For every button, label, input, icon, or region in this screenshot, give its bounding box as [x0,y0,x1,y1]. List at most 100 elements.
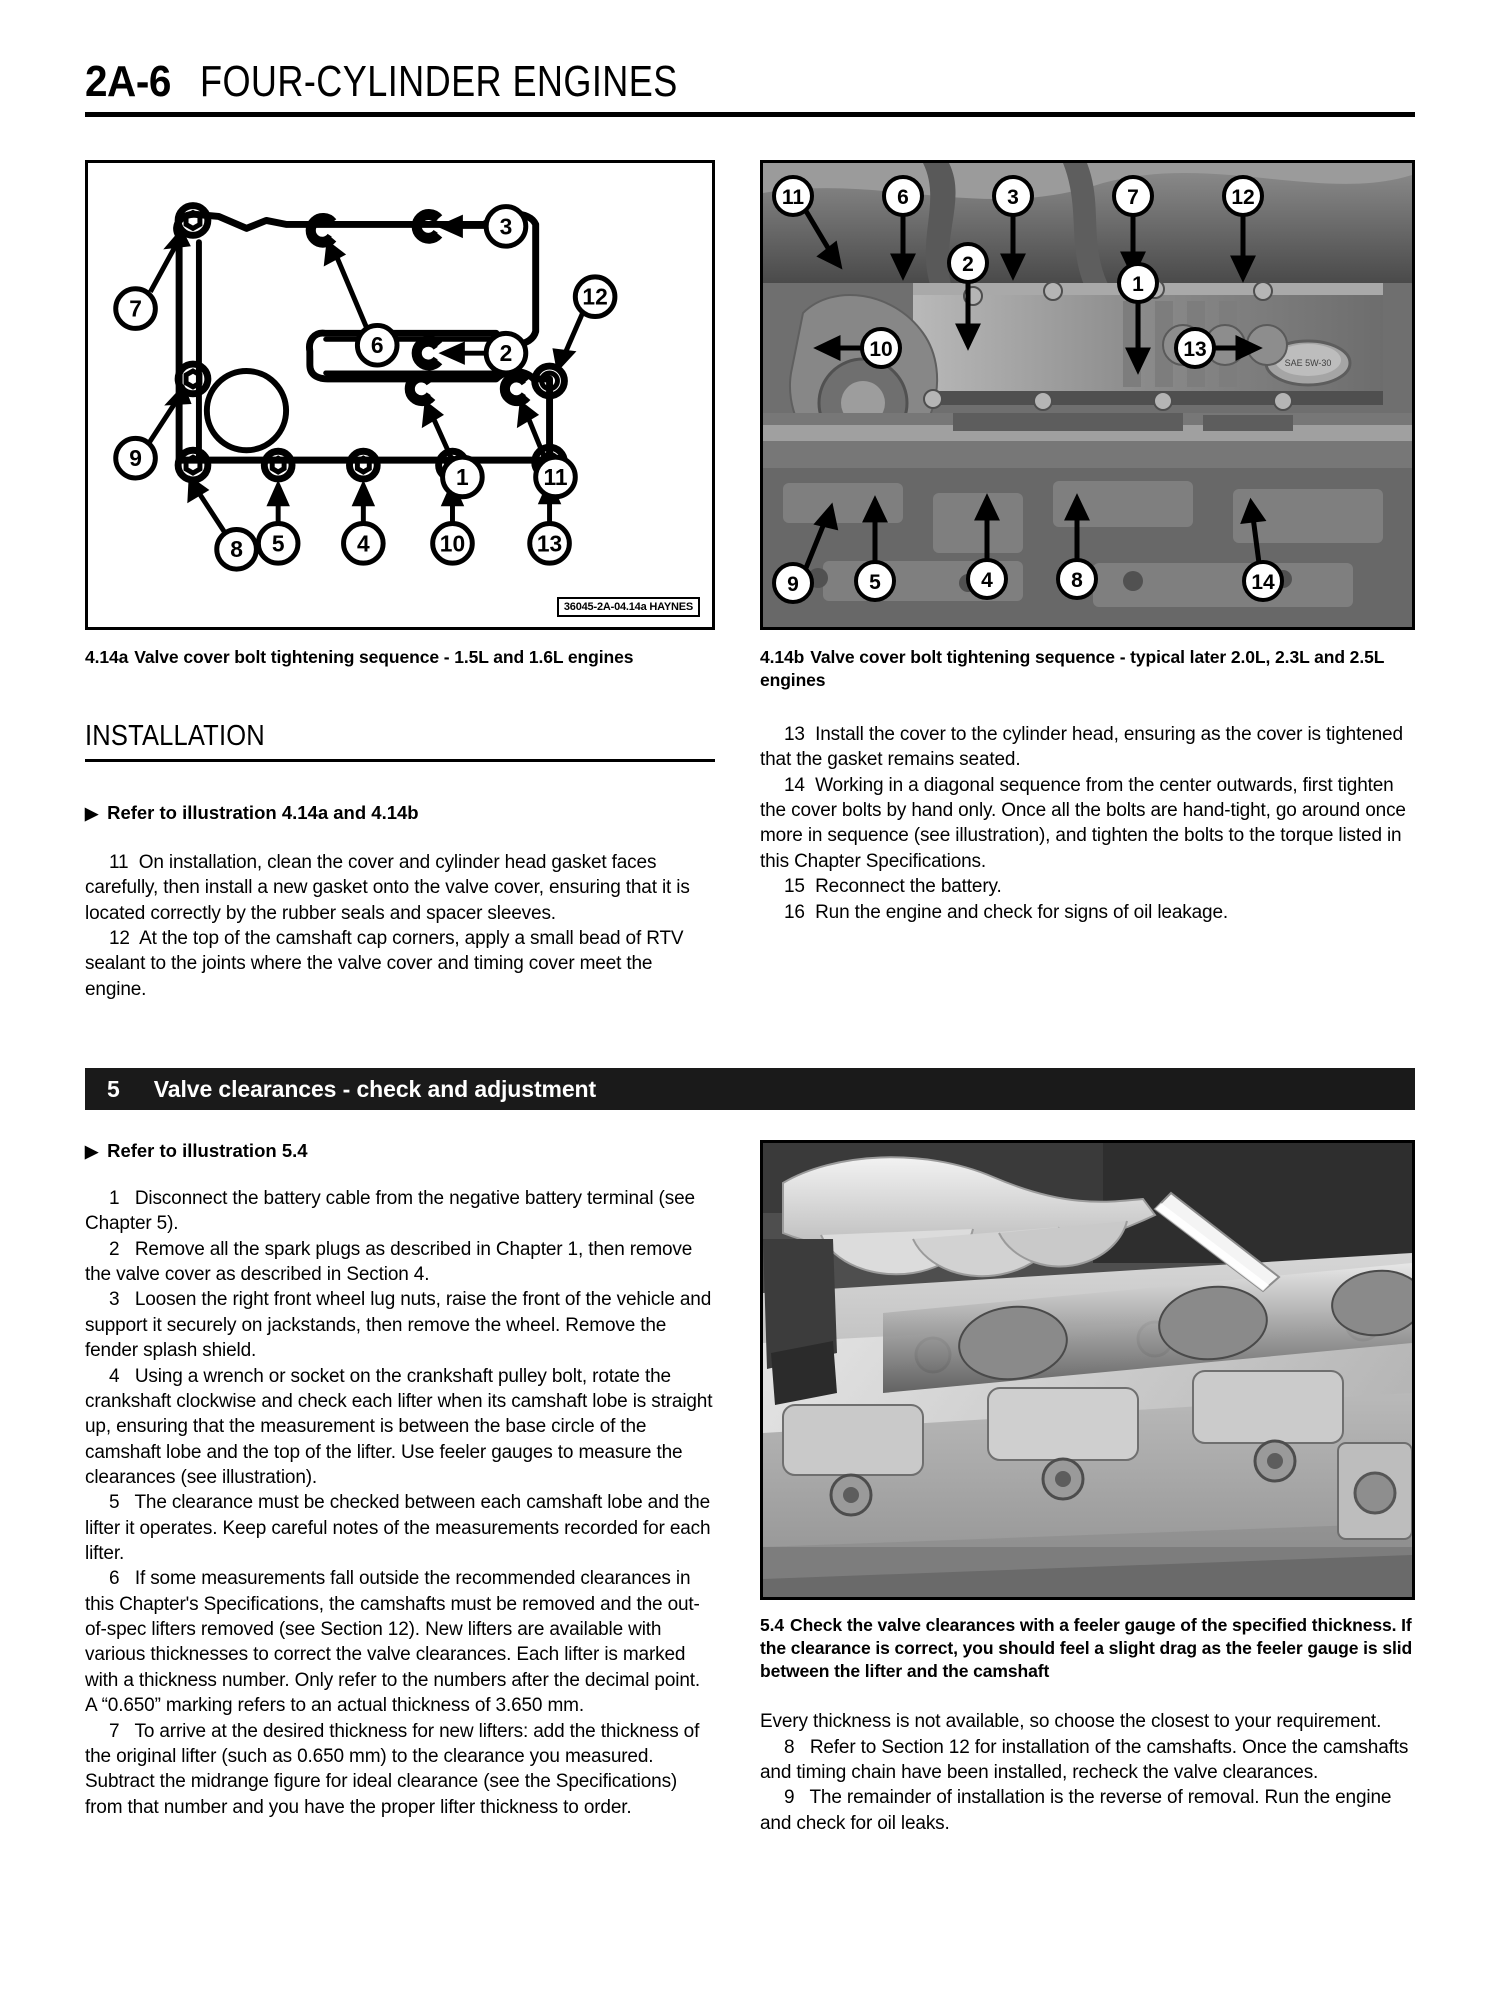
installation-block: INSTALLATION ▶ Refer to illustration 4.1… [85,720,715,1002]
refer-text: Refer to illustration 4.14a and 4.14b [107,802,419,823]
installation-continued-block: 13 Install the cover to the cylinder hea… [760,722,1415,925]
svg-text:3: 3 [500,213,513,239]
valve-cover-gasket-schematic: 7 6 3 2 9 1 11 12 [113,202,618,572]
step-8-number: 8 [784,1736,795,1758]
install-step-15-text: Reconnect the battery. [815,876,1002,898]
install-step-12-text: At the top of the camshaft cap corners, … [85,928,684,1000]
step-2-number: 2 [109,1238,120,1260]
installation-heading: INSTALLATION [85,720,265,752]
step-1: 1 Disconnect the battery cable from the … [85,1186,715,1237]
install-step-16-number: 16 [784,901,805,923]
install-step-12: 12 At the top of the camshaft cap corner… [85,926,715,1002]
install-step-15-number: 15 [784,876,805,898]
refer-marker-icon: ▶ [85,803,99,823]
install-step-16-text: Run the engine and check for signs of oi… [815,901,1228,923]
step-3-text: Loosen the right front wheel lug nuts, r… [85,1289,712,1362]
svg-text:7: 7 [1127,186,1139,209]
refer-to-illustration-4-14: ▶ Refer to illustration 4.14a and 4.14b [85,802,715,824]
svg-text:9: 9 [787,573,799,596]
section-5-left-column: ▶ Refer to illustration 5.4 1 Disconnect… [85,1140,715,1820]
svg-text:5: 5 [272,530,285,556]
installation-heading-rule [85,759,715,762]
svg-text:3: 3 [1007,186,1019,209]
step-4: 4 Using a wrench or socket on the cranks… [85,1364,715,1491]
svg-text:10: 10 [869,338,892,361]
section-5-title: Valve clearances - check and adjustment [153,1075,597,1102]
install-step-14-text: Working in a diagonal sequence from the … [760,774,1406,872]
install-step-13: 13 Install the cover to the cylinder hea… [760,722,1415,773]
figure-5-4-caption-text: Check the valve clearances with a feeler… [760,1615,1413,1682]
install-step-14-number: 14 [784,774,805,796]
svg-text:6: 6 [371,332,384,358]
svg-text:13: 13 [1183,338,1206,361]
step-5-number: 5 [109,1492,120,1514]
chapter-title: FOUR-CYLINDER ENGINES [200,57,679,106]
svg-text:13: 13 [537,530,562,556]
install-step-16: 16 Run the engine and check for signs of… [760,900,1415,925]
svg-text:4: 4 [981,569,993,592]
step-2: 2 Remove all the spark plugs as describe… [85,1237,715,1288]
page-number: 2A-6 [85,57,171,106]
install-step-15: 15 Reconnect the battery. [760,874,1415,899]
refer-text-2: Refer to illustration 5.4 [107,1140,308,1161]
figure-4-14b-number: 4.14b [760,647,805,667]
install-step-13-text: Install the cover to the cylinder head, … [760,724,1403,771]
svg-text:7: 7 [129,296,142,322]
figure-4-14b-image: SAE 5W-30 [760,160,1415,630]
svg-text:6: 6 [897,186,909,209]
figure-watermark: 36045-2A-04.14a HAYNES [556,597,700,617]
section-5-number: 5 [107,1075,120,1102]
section-5-header: 5 Valve clearances - check and adjustmen… [85,1068,1415,1110]
svg-text:9: 9 [129,445,142,471]
figure-4-14b-callouts: 11 6 3 7 12 2 1 10 [772,175,1284,604]
step-5-text: The clearance must be checked between ea… [85,1492,711,1565]
refer-to-illustration-5-4: ▶ Refer to illustration 5.4 [85,1140,715,1162]
step-3-number: 3 [109,1289,120,1311]
step-1-number: 1 [109,1188,120,1209]
svg-text:11: 11 [782,186,805,209]
step-4-number: 4 [109,1365,120,1387]
svg-text:14: 14 [1251,571,1275,594]
svg-text:8: 8 [230,536,243,562]
step-9-number: 9 [784,1787,795,1809]
svg-text:10: 10 [440,530,465,556]
refer-marker-icon-2: ▶ [85,1141,99,1161]
install-step-14: 14 Working in a diagonal sequence from t… [760,773,1415,874]
figure-4-14a-image: 7 6 3 2 9 1 11 12 [85,160,715,630]
svg-text:4: 4 [357,530,370,556]
step-7-text: To arrive at the desired thickness for n… [85,1720,700,1818]
step-8-text: Refer to Section 12 for installation of … [760,1736,1409,1783]
step-9-text: The remainder of installation is the rev… [760,1787,1392,1834]
figure-4-14a-block: 7 6 3 2 9 1 11 12 [85,160,715,669]
feeler-gauge-photo [763,1143,1412,1597]
svg-text:5: 5 [869,571,881,594]
figure-4-14a-caption-text: Valve cover bolt tightening sequence - 1… [134,647,634,667]
page-header: 2A-6 FOUR-CYLINDER ENGINES [85,42,1415,104]
step-5: 5 The clearance must be checked between … [85,1490,715,1566]
svg-text:SAE 5W-30: SAE 5W-30 [1285,358,1332,368]
install-step-13-number: 13 [784,724,805,745]
step-9: 9 The remainder of installation is the r… [760,1785,1415,1836]
step-6-text: If some measurements fall outside the re… [85,1568,700,1717]
install-step-12-number: 12 [109,928,130,950]
step-6: 6 If some measurements fall outside the … [85,1566,715,1718]
svg-text:2: 2 [962,253,974,276]
step-4-text: Using a wrench or socket on the cranksha… [85,1365,713,1488]
step-2-text: Remove all the spark plugs as described … [85,1238,693,1286]
install-step-11: 11 On installation, clean the cover and … [85,850,715,926]
step-1-text: Disconnect the battery cable from the ne… [85,1188,695,1235]
step-8: 8 Refer to Section 12 for installation o… [760,1735,1415,1786]
figure-5-4-number: 5.4 [760,1615,785,1635]
install-step-11-text: On installation, clean the cover and cyl… [85,852,690,924]
svg-text:8: 8 [1071,569,1083,592]
svg-text:12: 12 [582,284,607,310]
step-7: 7 To arrive at the desired thickness for… [85,1719,715,1820]
install-step-11-number: 11 [109,852,129,873]
step-3: 3 Loosen the right front wheel lug nuts,… [85,1287,715,1363]
header-rule [85,112,1415,117]
step-7-number: 7 [109,1720,120,1742]
svg-text:2: 2 [500,340,513,366]
